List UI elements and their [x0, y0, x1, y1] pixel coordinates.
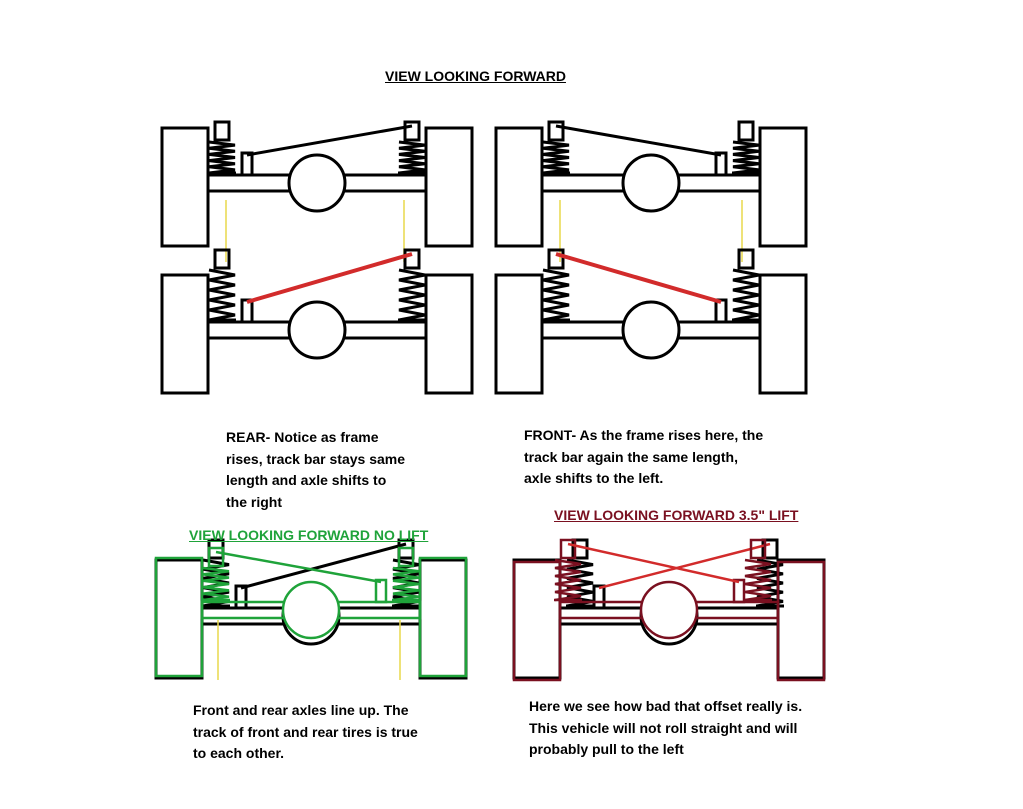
- frame-rail-left: [213, 120, 231, 142]
- frame-rail-right: [737, 248, 755, 270]
- coil-spring: [554, 558, 582, 602]
- coil-spring: [756, 558, 784, 608]
- frame-rail-left: [207, 546, 225, 568]
- tire-right: [776, 560, 826, 682]
- tire-right: [758, 273, 808, 395]
- differential: [287, 153, 347, 213]
- tire-right: [424, 126, 474, 248]
- caption-line: REAR- Notice as frame: [226, 429, 379, 445]
- track-bar: [240, 542, 407, 590]
- lift-caption: Here we see how bad that offset really i…: [529, 696, 802, 761]
- coil-spring: [566, 558, 594, 608]
- track-bar: [567, 542, 740, 584]
- caption-line: Front and rear axles line up. The: [193, 702, 409, 718]
- tire-right: [418, 556, 468, 678]
- tire-right: [424, 273, 474, 395]
- coil-spring: [732, 268, 760, 322]
- track-bar-bracket: [234, 584, 248, 610]
- coil-spring: [398, 268, 426, 322]
- front-axle-stock: [494, 120, 808, 262]
- caption-line: track of front and rear tires is true: [193, 723, 418, 740]
- no-lift-caption: Front and rear axles line up. The track …: [193, 700, 418, 765]
- lift-front: [512, 538, 826, 682]
- rear-axle-lifted: [160, 248, 474, 395]
- differential: [621, 153, 681, 213]
- frame-rail-right: [761, 538, 779, 560]
- coil-spring: [208, 140, 236, 175]
- frame-rail-left: [213, 248, 231, 270]
- caption-line: rises, track bar stays same: [226, 450, 406, 467]
- track-bar: [246, 124, 413, 157]
- caption-line: track bar again the same length,: [524, 448, 738, 465]
- track-bar-bracket: [240, 151, 254, 177]
- frame-rail-right: [403, 248, 421, 270]
- coil-spring: [732, 140, 760, 175]
- coil-spring: [392, 566, 420, 602]
- tire-left: [160, 273, 210, 395]
- rear-axle-stock: [160, 120, 474, 262]
- differential: [621, 300, 681, 360]
- no-lift-title: VIEW LOOKING FORWARD NO LIFT: [189, 527, 429, 543]
- tire-left: [512, 560, 562, 682]
- tire-right: [418, 558, 468, 680]
- coil-spring: [398, 140, 426, 175]
- no-lift-front: [154, 546, 468, 678]
- coil-spring: [202, 566, 230, 602]
- differential: [281, 580, 341, 640]
- tire-left: [494, 126, 544, 248]
- track-bar-bracket: [592, 584, 606, 610]
- caption-line: the right: [226, 493, 282, 510]
- track-bar-bracket: [714, 298, 728, 324]
- lift-title: VIEW LOOKING FORWARD 3.5" LIFT: [554, 507, 799, 523]
- track-bar: [246, 252, 413, 304]
- caption-line: probably pull to the left: [529, 741, 684, 757]
- frame-rail-right: [397, 546, 415, 568]
- track-bar-bracket: [714, 151, 728, 177]
- tire-left: [160, 126, 210, 248]
- track-bar: [555, 252, 722, 304]
- caption-line: Here we see how bad that offset really i…: [529, 698, 803, 714]
- tire-left: [494, 273, 544, 395]
- frame-rail-left: [559, 538, 577, 560]
- front-axle-lifted: [494, 248, 808, 395]
- coil-spring: [744, 558, 772, 602]
- caption-line: to each other.: [193, 745, 285, 761]
- coil-spring: [208, 268, 236, 322]
- tire-left: [154, 556, 204, 678]
- caption-line: axle shifts to the left.: [524, 470, 664, 486]
- front-caption: FRONT- As the frame rises here, the trac…: [524, 425, 763, 490]
- track-bar: [598, 542, 771, 590]
- rear-caption: REAR- Notice as frame rises, track bar s…: [226, 427, 405, 513]
- tire-right: [776, 558, 826, 680]
- caption-line: This vehicle will not roll straight and …: [529, 719, 798, 736]
- caption-line: FRONT- As the frame rises here, the: [524, 427, 764, 443]
- track-bar-bracket: [240, 298, 254, 324]
- frame-rail-left: [547, 120, 565, 142]
- tire-left: [512, 558, 562, 680]
- frame-rail-right: [737, 120, 755, 142]
- differential: [639, 580, 699, 640]
- caption-line: length and axle shifts to: [226, 472, 387, 488]
- track-bar: [555, 124, 722, 157]
- differential: [287, 300, 347, 360]
- frame-rail-right: [749, 538, 767, 560]
- main-title: VIEW LOOKING FORWARD: [385, 68, 566, 84]
- track-bar-bracket: [374, 578, 388, 604]
- track-bar: [215, 550, 382, 584]
- track-bar-bracket: [732, 578, 746, 604]
- frame-rail-left: [547, 248, 565, 270]
- tire-right: [758, 126, 808, 248]
- frame-rail-right: [403, 120, 421, 142]
- tire-left: [154, 558, 204, 680]
- coil-spring: [542, 140, 570, 175]
- coil-spring: [542, 268, 570, 322]
